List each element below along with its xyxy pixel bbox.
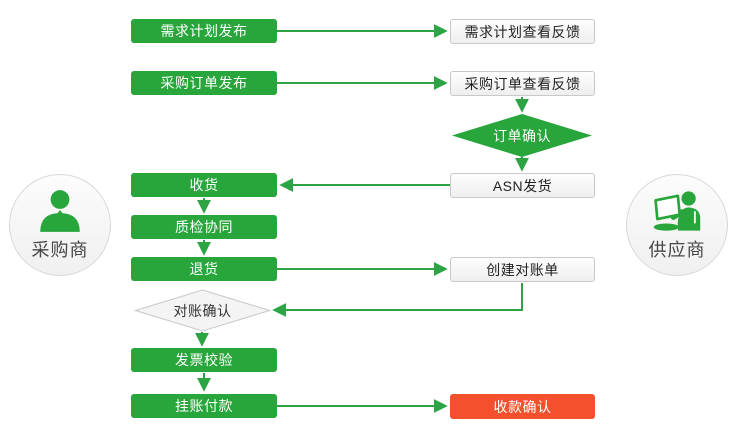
edge-statement-to-recon: [272, 283, 523, 317]
node-po-feedback: 采购订单查看反馈: [450, 71, 595, 96]
node-create-statement: 创建对账单: [450, 257, 595, 282]
node-quality-collaboration: 质检协同: [131, 215, 277, 239]
diamond-shape: [134, 289, 271, 332]
actor-buyer-label: 采购商: [31, 240, 89, 260]
diamond-shape: [452, 114, 592, 157]
diamond-label: 对账确认: [173, 302, 232, 319]
person-icon: [40, 190, 80, 232]
actor-supplier-label: 供应商: [648, 240, 706, 260]
node-reconciliation-confirm: 对账确认: [134, 289, 271, 332]
node-returns: 退货: [131, 257, 277, 281]
person-laptop-icon: [653, 191, 701, 231]
node-demand-plan-feedback: 需求计划查看反馈: [450, 19, 595, 44]
node-order-confirm: 订单确认: [452, 114, 592, 157]
node-asn-shipping: ASN发货: [450, 173, 595, 198]
node-po-publish: 采购订单发布: [131, 71, 277, 95]
node-pending-payment: 挂账付款: [131, 394, 277, 418]
actor-buyer: 采购商: [9, 174, 111, 276]
node-receiving: 收货: [131, 173, 277, 197]
actor-supplier: 供应商: [626, 174, 728, 276]
node-payment-receipt-confirm: 收款确认: [450, 394, 595, 419]
diamond-label: 订单确认: [493, 127, 551, 144]
node-demand-plan-publish: 需求计划发布: [131, 19, 277, 43]
node-invoice-verification: 发票校验: [131, 348, 277, 372]
